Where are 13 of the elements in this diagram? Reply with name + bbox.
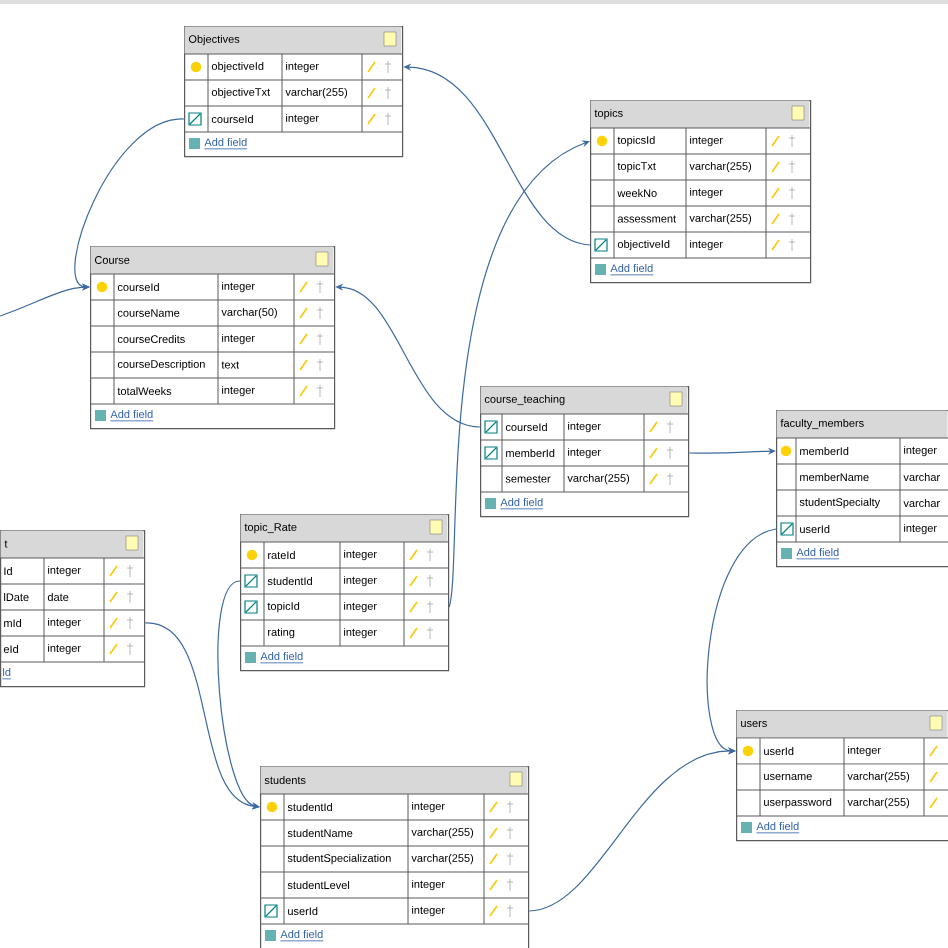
table — [775, 410, 948, 568]
table — [239, 514, 450, 672]
arrow — [0, 283, 90, 317]
table — [89, 246, 336, 430]
arrow — [448, 140, 590, 608]
table — [0, 530, 146, 688]
table — [259, 766, 530, 948]
table — [183, 26, 404, 158]
arrow — [528, 747, 736, 912]
table — [479, 386, 690, 518]
table — [589, 100, 812, 284]
table — [735, 710, 948, 842]
arrow — [144, 622, 260, 810]
